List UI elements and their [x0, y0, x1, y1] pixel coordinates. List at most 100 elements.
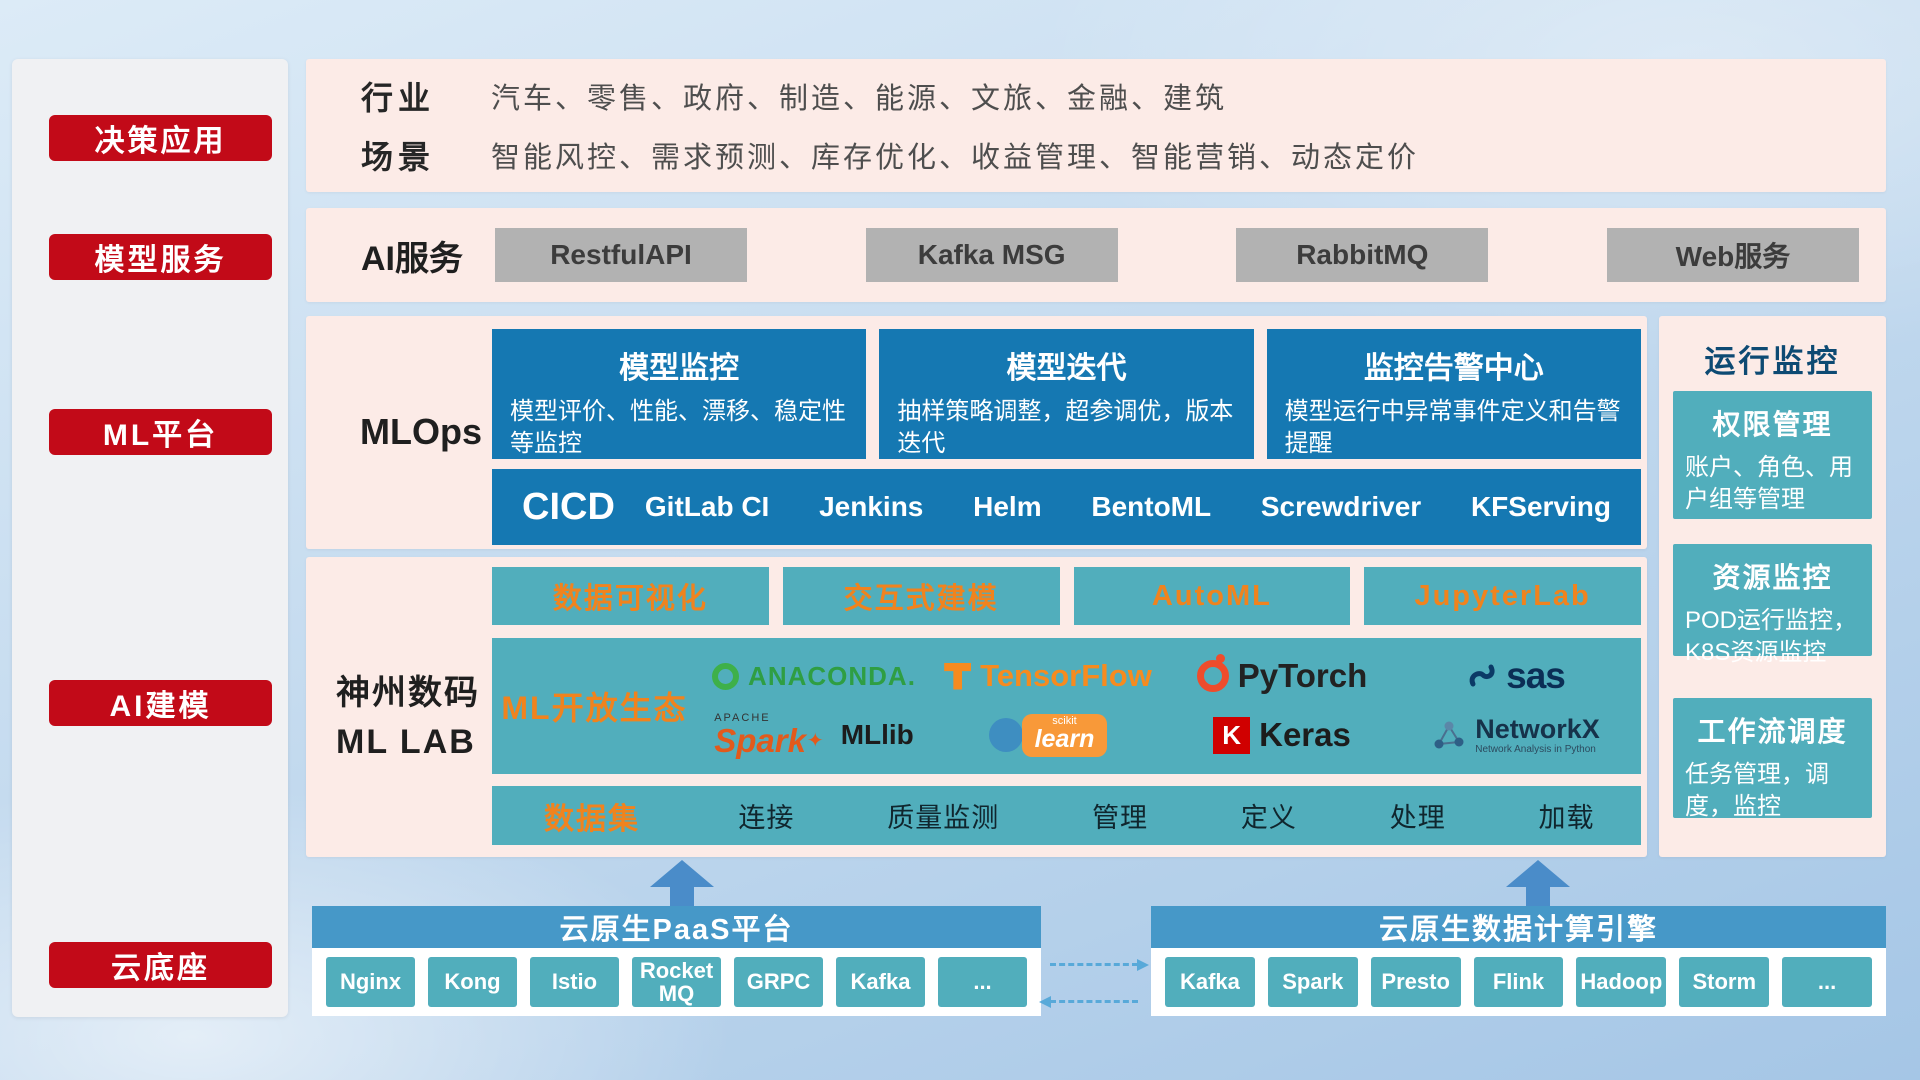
sidebar-item-ml-platform: ML平台: [49, 409, 272, 455]
card-title: 模型监控: [619, 352, 740, 385]
paas-platform-header: 云原生PaaS平台: [312, 906, 1041, 948]
cicd-title: CICD: [522, 485, 615, 528]
card-desc: 任务管理，调度，监控: [1685, 761, 1829, 821]
storm-block: Storm: [1679, 957, 1770, 1007]
ml-lab-panel: 神州数码 ML LAB 数据可视化 交互式建模 AutoML JupyterLa…: [306, 557, 1647, 857]
scenario-label: 场景: [361, 139, 436, 176]
cicd-item-screwdriver: Screwdriver: [1260, 491, 1422, 522]
dataset-item-connect: 连接: [738, 803, 795, 833]
ai-service-label: AI服务: [361, 239, 463, 278]
sidebar-item-decision-apps: 决策应用: [49, 115, 272, 161]
ml-lab-tools: 数据可视化 交互式建模 AutoML JupyterLab: [492, 567, 1641, 625]
resource-monitoring-card: 资源监控 POD运行监控，K8S资源监控: [1673, 544, 1872, 666]
dataset-item-quality: 质量监测: [887, 803, 1000, 833]
more-block: ...: [1782, 957, 1873, 1007]
sas-icon: [1469, 664, 1495, 687]
alert-center-card: 监控告警中心 模型运行中异常事件定义和告警提醒: [1266, 329, 1641, 459]
keras-logo: K Keras: [1165, 716, 1399, 754]
ml-lab-label-line1: 神州数码: [336, 674, 480, 712]
dataset-item-process: 处理: [1389, 803, 1446, 833]
card-desc: 账户、角色、用户组等管理: [1685, 454, 1853, 514]
spark-block: Spark: [1267, 957, 1358, 1007]
keras-wordmark: Keras: [1259, 716, 1351, 753]
networkx-icon: [1434, 721, 1464, 749]
card-desc: 模型运行中异常事件定义和告警提醒: [1284, 398, 1621, 458]
keras-icon: K: [1213, 716, 1251, 754]
data-engine-header: 云原生数据计算引擎: [1151, 906, 1886, 948]
card-title: 模型迭代: [1006, 352, 1127, 385]
apache-label: APACHE: [714, 712, 771, 724]
ml-lab-label: 神州数码 ML LAB: [336, 669, 480, 768]
ecosystem-title: ML开放生态: [501, 690, 688, 726]
mlops-cards: 模型监控 模型评价、性能、漂移、稳定性等监控 模型迭代 抽样策略调整，超参调优，…: [492, 329, 1641, 459]
ai-service-blocks: RestfulAPI Kafka MSG RabbitMQ Web服务: [495, 228, 1859, 282]
data-engine-components: Kafka Spark Presto Flink Hadoop Storm ..…: [1151, 948, 1886, 1016]
presto-block: Presto: [1370, 957, 1461, 1007]
cicd-items: GitLab CI Jenkins Helm BentoML Screwdriv…: [645, 491, 1611, 523]
nginx-block: Nginx: [326, 957, 415, 1007]
jupyterlab-block: JupyterLab: [1364, 567, 1641, 625]
up-arrow-paas: [650, 860, 714, 906]
dataset-item-load: 加载: [1538, 803, 1595, 833]
tensorflow-icon: [944, 662, 972, 690]
kafka-msg-block: Kafka MSG: [865, 228, 1118, 282]
dashed-arrow-right: [1050, 959, 1149, 971]
scikit-label: scikit: [1052, 714, 1077, 727]
industry-row: 行业 汽车、零售、政府、制造、能源、文旅、金融、建筑: [361, 73, 1886, 119]
istio-block: Istio: [530, 957, 619, 1007]
card-title: 监控告警中心: [1363, 352, 1544, 385]
card-title: 权限管理: [1712, 409, 1833, 440]
model-iteration-card: 模型迭代 抽样策略调整，超参调优，版本迭代: [879, 329, 1254, 459]
pytorch-logo: PyTorch: [1165, 654, 1399, 695]
pytorch-icon: [1196, 654, 1229, 692]
card-title: 资源监控: [1712, 562, 1833, 593]
cicd-bar: CICD GitLab CI Jenkins Helm BentoML Scre…: [492, 469, 1641, 545]
kafka-block: Kafka: [836, 957, 925, 1007]
dataset-title: 数据集: [544, 802, 640, 836]
arrow-stem: [670, 887, 694, 906]
sidebar-item-model-service: 模型服务: [49, 234, 272, 280]
spark-row: Spark ✦: [714, 724, 823, 757]
networkx-logo: NetworkX Network Analysis in Python: [1399, 713, 1633, 756]
ml-lab-label-line2: ML LAB: [336, 723, 476, 762]
scikit-learn-logo: scikit learn: [931, 713, 1165, 757]
learn-wordmark: learn: [1034, 724, 1095, 753]
spark-wordmark: Spark: [714, 722, 806, 759]
spark-mllib-logo: APACHE Spark ✦ MLlib: [697, 712, 931, 758]
spark-wordmark-block: APACHE Spark ✦: [714, 712, 823, 758]
mllib-wordmark: MLlib: [840, 719, 914, 750]
data-engine-group: 云原生数据计算引擎 Kafka Spark Presto Flink Hadoo…: [1151, 906, 1886, 1016]
runtime-monitoring-title: 运行监控: [1704, 344, 1841, 379]
mlops-panel: MLOps 模型监控 模型评价、性能、漂移、稳定性等监控 模型迭代 抽样策略调整…: [306, 316, 1647, 549]
sas-logo: sas: [1399, 655, 1633, 697]
data-visualization-block: 数据可视化: [492, 567, 769, 625]
scenario-row: 场景 智能风控、需求预测、库存优化、收益管理、智能营销、动态定价: [361, 132, 1886, 178]
hadoop-block: Hadoop: [1576, 957, 1667, 1007]
cicd-item-helm: Helm: [973, 491, 1042, 522]
sidebar-item-cloud-base: 云底座: [49, 942, 272, 988]
arrow-stem: [1526, 887, 1550, 906]
more-block: ...: [938, 957, 1027, 1007]
scikit-learn-icon: [988, 718, 1023, 752]
mlops-label: MLOps: [360, 411, 482, 452]
industry-list: 汽车、零售、政府、制造、能源、文旅、金融、建筑: [491, 82, 1228, 115]
web-service-block: Web服务: [1606, 228, 1859, 282]
dataset-bar: 数据集 连接 质量监测 管理 定义 处理 加载: [492, 786, 1641, 845]
grpc-block: GRPC: [734, 957, 823, 1007]
networkx-subtitle: Network Analysis in Python: [1475, 744, 1596, 756]
workflow-scheduling-card: 工作流调度 任务管理，调度，监控: [1673, 698, 1872, 820]
tensorflow-wordmark: TensorFlow: [980, 658, 1152, 693]
tensorflow-logo: TensorFlow: [931, 658, 1165, 694]
kafka-block: Kafka: [1165, 957, 1255, 1007]
dashed-arrow-left: [1039, 996, 1138, 1008]
restful-api-block: RestfulAPI: [495, 228, 747, 282]
card-desc: 模型评价、性能、漂移、稳定性等监控: [510, 398, 846, 458]
up-arrow-data-engine: [1506, 860, 1570, 906]
networkx-wordmark: NetworkX: [1475, 713, 1600, 744]
card-desc: 抽样策略调整，超参调优，版本迭代: [897, 398, 1234, 458]
dataset-item-manage: 管理: [1092, 803, 1149, 833]
sas-wordmark: sas: [1506, 655, 1566, 696]
dataset-items: 连接 质量监测 管理 定义 处理 加载: [692, 796, 1641, 835]
runtime-monitoring-panel: 运行监控 权限管理 账户、角色、用户组等管理 资源监控 POD运行监控，K8S资…: [1659, 316, 1886, 857]
